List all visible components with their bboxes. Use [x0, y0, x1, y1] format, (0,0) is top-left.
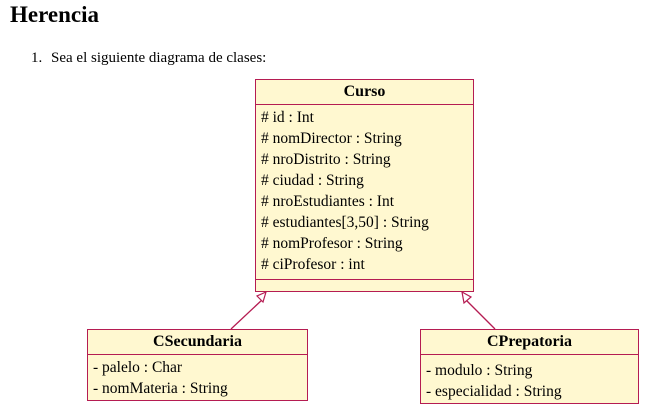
attribute: # nroEstudiantes : Int [261, 193, 395, 210]
inheritance-arrowhead-csecundaria [255, 290, 267, 304]
attribute: # nomDirector : String [261, 130, 402, 147]
list-item-text: Sea el siguiente diagrama de clases: [51, 50, 267, 66]
page-title: Herencia [10, 2, 99, 27]
attribute: # estudiantes[3,50] : String [261, 214, 429, 231]
attribute: - modulo : String [426, 362, 533, 379]
class-csecundaria: CSecundaria - palelo : Char - nomMateria… [87, 329, 308, 401]
class-methods-curso [256, 279, 473, 292]
class-name-cprepatoria: CPrepatoria [421, 330, 638, 355]
class-attributes-csecundaria: - palelo : Char - nomMateria : String [88, 355, 307, 399]
class-name-curso: Curso [256, 80, 473, 105]
attribute: - especialidad : String [426, 383, 562, 400]
attribute: # id : Int [261, 109, 314, 126]
inheritance-line-csecundaria [230, 298, 264, 330]
inheritance-arrowhead-cprepatoria [461, 290, 473, 305]
class-name-csecundaria: CSecundaria [88, 330, 307, 355]
attribute: - nomMateria : String [93, 380, 228, 397]
inheritance-line-cprepatoria [465, 299, 496, 330]
attribute: # ciProfesor : int [261, 256, 365, 273]
list-item-number: 1. [31, 50, 43, 66]
attribute: # ciudad : String [261, 172, 364, 189]
class-cprepatoria: CPrepatoria - modulo : String - especial… [420, 329, 639, 404]
attribute: # nomProfesor : String [261, 235, 403, 252]
class-curso: Curso # id : Int # nomDirector : String … [255, 79, 474, 292]
attribute: - palelo : Char [93, 359, 183, 376]
list-item: 1. Sea el siguiente diagrama de clases: [31, 50, 266, 67]
class-attributes-curso: # id : Int # nomDirector : String # nroD… [256, 105, 473, 275]
class-attributes-cprepatoria: - modulo : String - especialidad : Strin… [421, 355, 638, 402]
attribute: # nroDistrito : String [261, 151, 391, 168]
